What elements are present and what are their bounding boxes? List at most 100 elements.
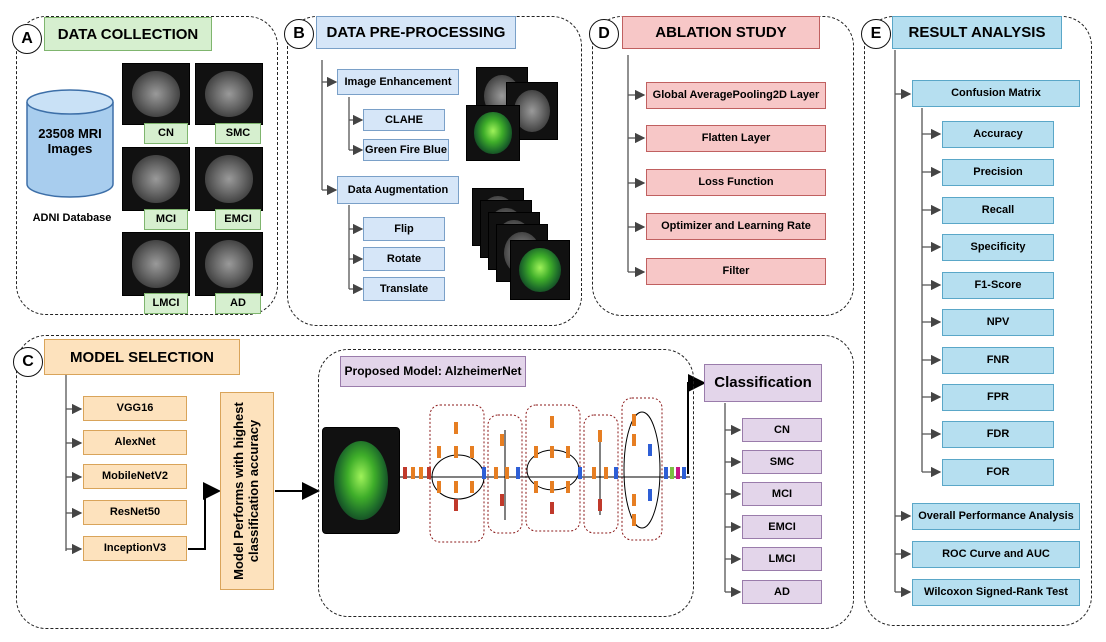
overall-performance-box: Overall Performance Analysis (912, 503, 1080, 530)
metric-npv: NPV (942, 309, 1054, 336)
panel-e-title: RESULT ANALYSIS (892, 16, 1062, 49)
network-layer-block (614, 467, 618, 479)
wilcoxon-test-box: Wilcoxon Signed-Rank Test (912, 579, 1080, 606)
ablation-item-filter: Filter (646, 258, 826, 285)
output-lmci: LMCI (742, 547, 822, 571)
network-layer-block (598, 430, 602, 442)
database-cylinder: 23508 MRI Images (24, 88, 116, 203)
network-layer-block (592, 467, 596, 479)
network-layer-block (482, 467, 486, 479)
model-selector-box: Model Performs with highest classificati… (220, 392, 274, 590)
panel-d-letter: D (589, 19, 619, 49)
proposed-model-title: Proposed Model: AlzheimerNet (340, 356, 526, 387)
panel-b-title: DATA PRE-PROCESSING (316, 16, 516, 49)
network-layer-block (682, 467, 686, 479)
network-layer-block (470, 481, 474, 493)
mri-thumbnail-ad (195, 232, 263, 296)
network-layer-block (550, 502, 554, 514)
ablation-item-loss: Loss Function (646, 169, 826, 196)
network-layer-block (566, 446, 570, 458)
network-layer-block (670, 467, 674, 479)
network-layer-block (419, 467, 423, 479)
mri-thumbnail-emci (195, 147, 263, 211)
network-layer-block (454, 422, 458, 434)
network-layer-block (566, 481, 570, 493)
rotate-box: Rotate (363, 247, 445, 271)
network-layer-block (411, 467, 415, 479)
green-fire-blue-box: Green Fire Blue (363, 139, 449, 161)
class-label-mci: MCI (144, 209, 188, 230)
metric-f1-score: F1-Score (942, 272, 1054, 299)
output-mci: MCI (742, 482, 822, 506)
model-alexnet: AlexNet (83, 430, 187, 455)
network-layer-block (598, 499, 602, 511)
panel-model-selection (16, 335, 854, 629)
network-layer-block (648, 489, 652, 501)
output-cn: CN (742, 418, 822, 442)
network-layer-block (578, 467, 582, 479)
panel-b-letter: B (284, 19, 314, 49)
network-layer-block (550, 481, 554, 493)
database-label: 23508 MRI Images (38, 126, 102, 156)
model-resnet50: ResNet50 (83, 500, 187, 525)
network-layer-block (505, 467, 509, 479)
network-layer-block (454, 499, 458, 511)
network-layer-block (500, 434, 504, 446)
clahe-box: CLAHE (363, 109, 445, 131)
panel-data-collection (16, 16, 278, 315)
roc-auc-box: ROC Curve and AUC (912, 541, 1080, 568)
network-layer-block (500, 494, 504, 506)
metric-precision: Precision (942, 159, 1054, 186)
mri-thumbnail-cn (122, 63, 190, 125)
metric-fdr: FDR (942, 421, 1054, 448)
panel-a-title: DATA COLLECTION (44, 17, 212, 51)
network-layer-block (437, 446, 441, 458)
network-layer-block (437, 481, 441, 493)
network-layer-block (470, 446, 474, 458)
network-layer-block (550, 446, 554, 458)
class-label-smc: SMC (215, 123, 261, 144)
model-mobilenetv2: MobileNetV2 (83, 464, 187, 489)
network-layer-block (648, 444, 652, 456)
augmented-stack-green (510, 240, 570, 300)
class-label-ad: AD (215, 293, 261, 314)
mri-thumbnail-lmci (122, 232, 190, 296)
metric-fnr: FNR (942, 347, 1054, 374)
network-layer-block (516, 467, 520, 479)
network-layer-block (632, 414, 636, 426)
mri-thumbnail-smc (195, 63, 263, 125)
network-layer-block (632, 494, 636, 506)
metric-specificity: Specificity (942, 234, 1054, 261)
input-mri-image (322, 427, 400, 534)
network-layer-block (403, 467, 407, 479)
network-layer-block (632, 434, 636, 446)
network-layer-block (454, 446, 458, 458)
model-vgg16: VGG16 (83, 396, 187, 421)
metric-for: FOR (942, 459, 1054, 486)
panel-a-letter: A (12, 24, 42, 54)
network-layer-block (676, 467, 680, 479)
panel-c-letter: C (13, 347, 43, 377)
model-inceptionv3: InceptionV3 (83, 536, 187, 561)
class-label-lmci: LMCI (144, 293, 188, 314)
flip-box: Flip (363, 217, 445, 241)
panel-d-title: ABLATION STUDY (622, 16, 820, 49)
database-caption: ADNI Database (32, 212, 112, 224)
enhanced-mri-green (466, 105, 520, 161)
panel-e-letter: E (861, 19, 891, 49)
confusion-matrix-box: Confusion Matrix (912, 80, 1080, 107)
network-layer-block (664, 467, 668, 479)
model-selector-label: Model Performs with highest classificati… (231, 402, 261, 580)
metric-recall: Recall (942, 197, 1054, 224)
network-layer-block (604, 467, 608, 479)
metric-fpr: FPR (942, 384, 1054, 411)
ablation-item-gap: Global AveragePooling2D Layer (646, 82, 826, 109)
class-label-cn: CN (144, 123, 188, 144)
class-label-emci: EMCI (215, 209, 261, 230)
image-enhancement-box: Image Enhancement (337, 69, 459, 95)
network-layer-block (494, 467, 498, 479)
metric-accuracy: Accuracy (942, 121, 1054, 148)
network-layer-block (534, 446, 538, 458)
output-smc: SMC (742, 450, 822, 474)
